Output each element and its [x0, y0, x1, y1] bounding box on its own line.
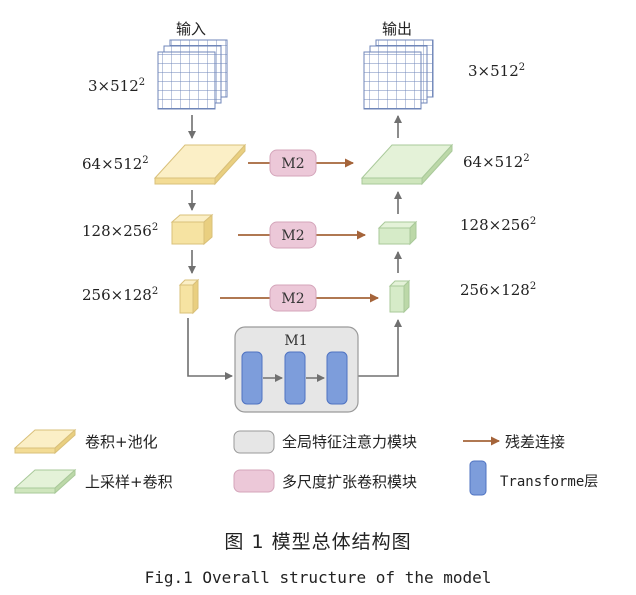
dim-enc-3: 256×1282 — [82, 286, 159, 304]
legend-transformer-swatch — [469, 460, 487, 496]
flow-arrow-from-m1 — [358, 319, 402, 377]
dim-dec-1: 64×5122 — [463, 153, 530, 171]
dim-dec-2: 128×2562 — [460, 216, 537, 234]
legend-upsample-swatch — [13, 468, 77, 495]
m2-label-3: M2 — [281, 291, 304, 307]
encoder-block-3 — [178, 278, 200, 315]
dim-dec-3: 256×1282 — [460, 281, 537, 299]
legend-global-attention-swatch — [233, 430, 275, 454]
dim-enc-1: 64×5122 — [82, 155, 149, 173]
caption-chinese: 图 1 模型总体结构图 — [224, 531, 412, 553]
legend-residual-label: 残差连接 — [505, 433, 566, 451]
decoder-block-2 — [377, 220, 418, 246]
transformer-layer-3 — [326, 351, 348, 405]
decoder-block-3 — [388, 279, 411, 314]
output-header: 输出 — [382, 20, 413, 38]
m1-module: M1 — [234, 326, 359, 413]
m2-module-2 — [269, 221, 317, 249]
legend-multiscale-label: 多尺度扩张卷积模块 — [282, 473, 418, 491]
output-image-stack — [363, 39, 434, 110]
decoder-block-1 — [360, 143, 454, 186]
skip-connection-1: M2 — [248, 149, 354, 177]
transformer-layer-2 — [284, 351, 306, 405]
skip-connection-3: M2 — [220, 284, 379, 312]
dim-enc-2: 128×2562 — [82, 222, 159, 240]
m2-module-1 — [269, 149, 317, 177]
legend-conv-pool-swatch — [13, 428, 77, 455]
encoder-block-2 — [170, 213, 214, 246]
legend-multiscale-swatch — [233, 469, 275, 493]
m2-label-1: M2 — [281, 156, 304, 172]
architecture-diagram: M2 M2 M2 M1 — [13, 39, 500, 496]
legend-transformer-label: Transforme层 — [500, 474, 599, 490]
legend-conv-pool-label: 卷积+池化 — [85, 433, 158, 451]
legend-upsample-label: 上采样+卷积 — [85, 473, 173, 491]
transformer-layer-1 — [241, 351, 263, 405]
input-image-stack — [157, 39, 228, 110]
skip-connection-2: M2 — [238, 221, 366, 249]
m2-label-2: M2 — [281, 228, 304, 244]
m1-label: M1 — [284, 333, 307, 349]
caption-english: Fig.1 Overall structure of the model — [144, 568, 492, 587]
dim-input: 3×5122 — [88, 77, 146, 95]
dim-output: 3×5122 — [468, 62, 526, 80]
legend-global-attention-label: 全局特征注意力模块 — [282, 433, 418, 451]
encoder-block-1 — [153, 143, 247, 186]
input-header: 输入 — [176, 20, 207, 38]
flow-arrow-to-m1 — [187, 318, 233, 380]
m2-module-3 — [269, 284, 317, 312]
